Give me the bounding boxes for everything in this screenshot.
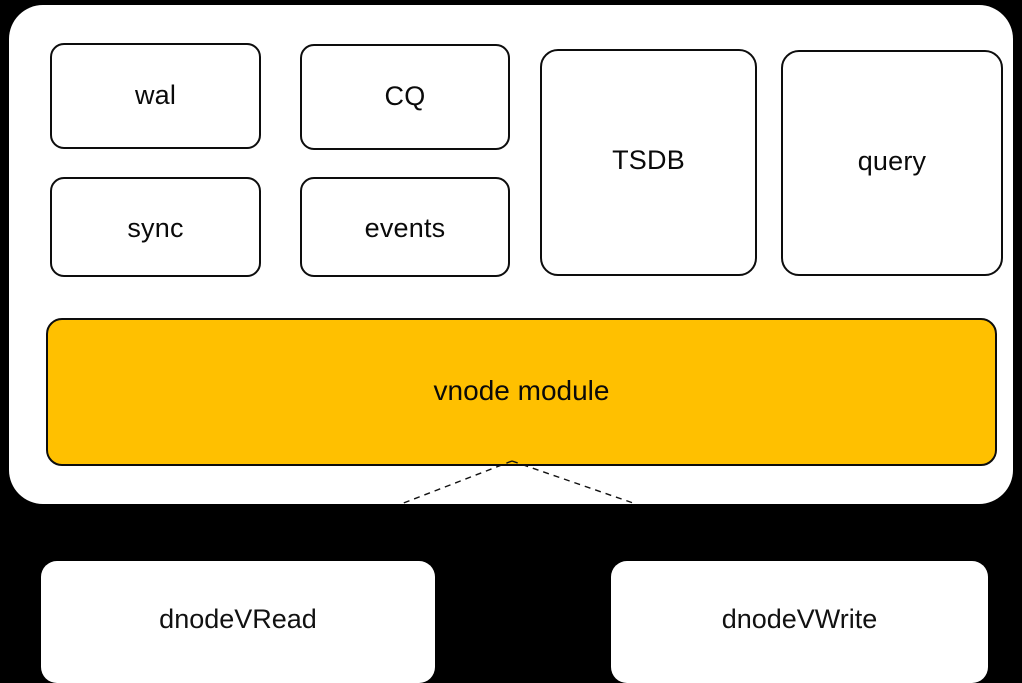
module-box-tsdb[interactable]: TSDB bbox=[540, 49, 757, 276]
module-box-query[interactable]: query bbox=[781, 50, 1003, 276]
dnode-box-vread[interactable]: dnodeVRead bbox=[41, 561, 435, 683]
module-label-query: query bbox=[857, 145, 927, 176]
module-label-tsdb: TSDB bbox=[612, 145, 685, 175]
module-box-vnode-module[interactable]: vnode module bbox=[46, 318, 997, 466]
module-box-sync[interactable]: sync bbox=[50, 177, 261, 277]
module-label-wal: wal bbox=[134, 79, 177, 110]
module-box-wal[interactable]: wal bbox=[50, 43, 261, 149]
dnode-box-vwrite[interactable]: dnodeVWrite bbox=[611, 561, 988, 683]
module-label-events: events bbox=[364, 212, 446, 243]
module-label-cq: CQ bbox=[384, 80, 426, 111]
module-label-vnode-module: vnode module bbox=[433, 375, 610, 406]
module-box-events[interactable]: events bbox=[300, 177, 510, 277]
dnode-label-vwrite: dnodeVWrite bbox=[721, 604, 878, 634]
module-label-sync: sync bbox=[127, 212, 184, 243]
vnode-container-panel: wal CQ TSDB query sync events vnode modu… bbox=[9, 5, 1013, 504]
dnode-label-vread: dnodeVRead bbox=[159, 604, 317, 634]
module-box-cq[interactable]: CQ bbox=[300, 44, 510, 150]
